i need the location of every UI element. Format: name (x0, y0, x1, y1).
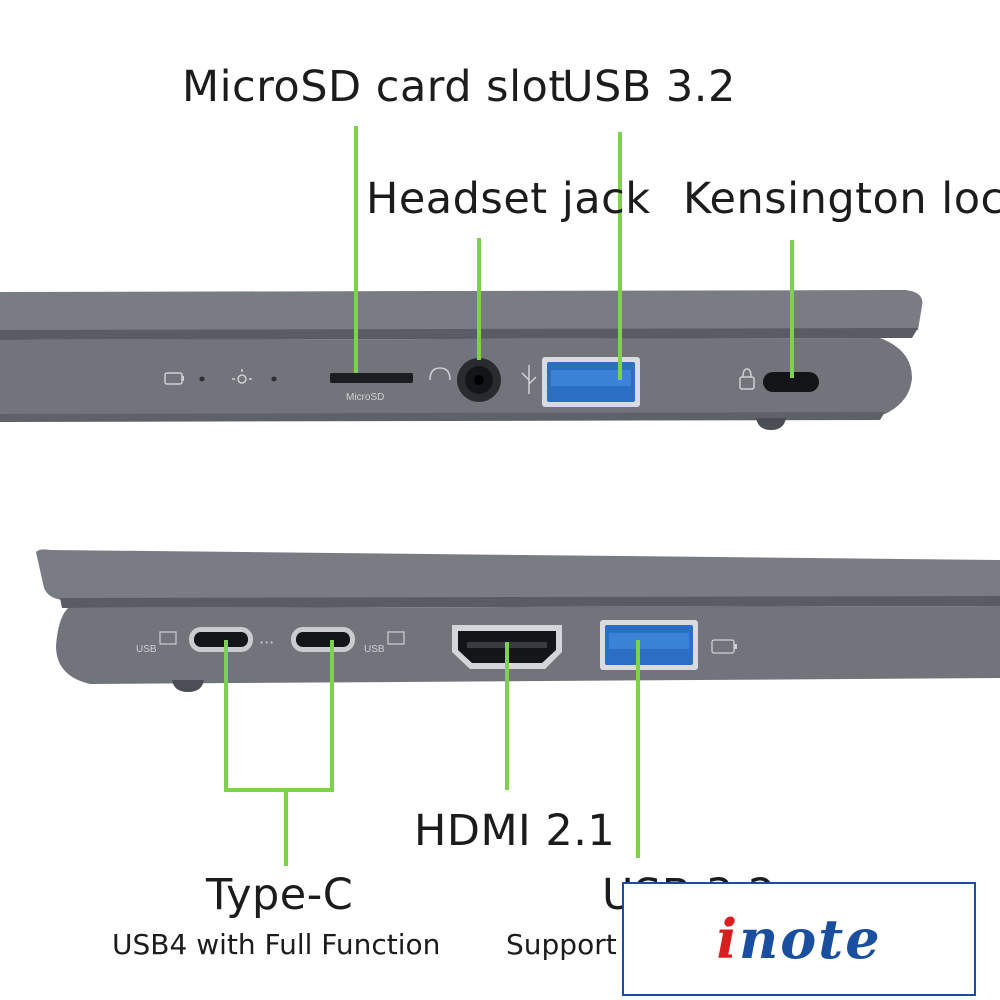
label-typec: Type-C (206, 870, 354, 920)
bottom-foot (172, 680, 204, 692)
inote-watermark: inote (622, 882, 976, 996)
power-light-icon (232, 369, 277, 384)
kensington-slot (763, 372, 819, 392)
usb-marking-right: USB (364, 644, 385, 655)
battery-indicator-icon (164, 372, 205, 385)
top-lid (0, 290, 923, 334)
top-laptop: MicroSD (0, 290, 923, 430)
thunderbolt-dots-icon: ··· (259, 633, 274, 652)
label-headset: Headset jack (366, 174, 651, 224)
callout-typec (224, 640, 334, 866)
microsd-slot (330, 373, 413, 383)
usb-marking-left: USB (136, 644, 157, 655)
watermark-text: inote (716, 907, 882, 971)
usb-symbol-icon (521, 365, 537, 394)
charging-usb-icon (711, 639, 737, 654)
label-usb32-bottom-sub: Support (506, 928, 617, 961)
bottom-lid (36, 549, 1000, 600)
label-hdmi: HDMI 2.1 (414, 806, 616, 856)
label-microsd: MicroSD card slot (182, 62, 566, 112)
label-typec-sub: USB4 with Full Function (112, 928, 441, 961)
top-base (0, 338, 912, 418)
bottom-laptop: USB ··· USB (36, 549, 1000, 692)
top-foot (756, 418, 786, 430)
headset-icon (429, 367, 451, 381)
label-kensington: Kensington lock (683, 174, 1000, 224)
microsd-marking: MicroSD (346, 392, 384, 403)
lock-icon (739, 368, 755, 390)
label-usb32-top: USB 3.2 (562, 62, 736, 112)
